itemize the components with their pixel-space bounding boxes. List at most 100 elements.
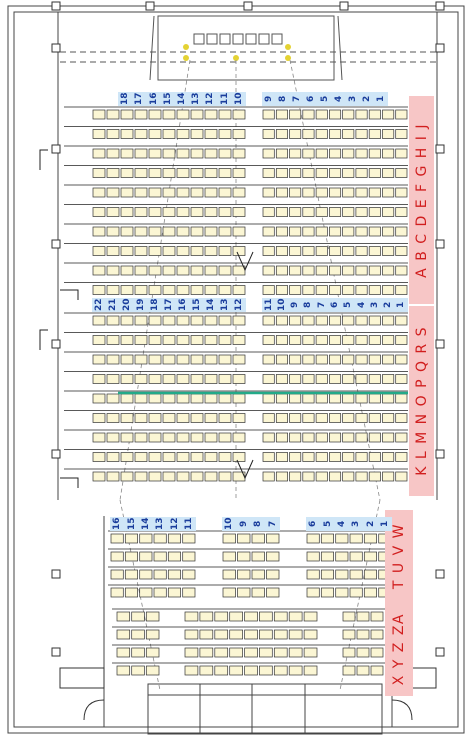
seat xyxy=(289,471,302,482)
seat xyxy=(218,285,232,295)
seat xyxy=(92,335,106,345)
seat-number: 17 xyxy=(164,298,174,312)
seat xyxy=(273,611,288,622)
seat xyxy=(275,315,288,326)
seat xyxy=(251,569,265,580)
seat xyxy=(289,315,302,326)
seat-number: 9 xyxy=(264,95,274,103)
seat xyxy=(218,187,232,198)
seat xyxy=(302,168,315,178)
seat xyxy=(262,285,275,295)
seat xyxy=(134,246,148,256)
stair-markers xyxy=(39,149,254,488)
seat xyxy=(320,533,334,544)
seat xyxy=(368,168,381,178)
seat-number: 7 xyxy=(316,301,327,309)
seat xyxy=(237,551,251,562)
seat-number: 3 xyxy=(351,520,362,528)
seat xyxy=(124,551,138,562)
seat xyxy=(363,533,377,544)
seat xyxy=(302,109,315,120)
seat xyxy=(167,587,181,598)
seat xyxy=(289,109,302,120)
seat xyxy=(355,413,368,423)
seat xyxy=(355,187,368,198)
seat xyxy=(395,335,408,345)
seat xyxy=(289,354,302,365)
seat xyxy=(162,413,176,423)
seat xyxy=(199,629,214,640)
seat xyxy=(106,187,120,198)
seat-number: 15 xyxy=(126,517,137,531)
seat xyxy=(275,168,288,178)
seat xyxy=(315,129,328,139)
seat xyxy=(214,629,229,640)
seat xyxy=(229,647,243,658)
seat xyxy=(395,265,408,276)
seat xyxy=(370,647,384,658)
seat xyxy=(355,168,368,178)
seat xyxy=(110,533,124,544)
seat xyxy=(275,393,288,404)
seat xyxy=(92,452,106,462)
seat xyxy=(262,315,275,326)
seat xyxy=(275,148,288,159)
seat xyxy=(134,471,148,482)
seat xyxy=(262,109,275,120)
seat-number: 1 xyxy=(379,520,390,528)
seat xyxy=(320,551,334,562)
seat xyxy=(382,168,395,178)
seat xyxy=(232,393,246,404)
seat xyxy=(120,187,134,198)
seat xyxy=(342,647,356,658)
seat xyxy=(92,187,106,198)
seat xyxy=(131,611,145,622)
seat xyxy=(162,129,176,139)
seat xyxy=(176,246,190,256)
seat xyxy=(356,611,370,622)
seat xyxy=(382,335,395,345)
seat xyxy=(92,285,106,295)
seat xyxy=(204,393,218,404)
seat xyxy=(190,148,204,159)
seat xyxy=(139,551,153,562)
seat xyxy=(139,533,153,544)
seat-number: 8 xyxy=(278,95,288,103)
seat xyxy=(167,551,181,562)
seat xyxy=(222,569,236,580)
seat xyxy=(273,629,288,640)
seat xyxy=(289,335,302,345)
seat xyxy=(382,471,395,482)
seat-number: 15 xyxy=(162,92,173,106)
seat xyxy=(382,315,395,326)
seat xyxy=(315,226,328,237)
seat xyxy=(368,354,381,365)
seat xyxy=(176,374,190,384)
seat xyxy=(342,629,356,640)
seat xyxy=(355,374,368,384)
seat xyxy=(222,533,236,544)
seat xyxy=(176,354,190,365)
seat xyxy=(329,452,342,462)
seat xyxy=(232,168,246,178)
seat xyxy=(342,207,355,217)
seat xyxy=(148,315,162,326)
seat xyxy=(289,246,302,256)
seat xyxy=(302,285,315,295)
seat xyxy=(315,471,328,482)
seat xyxy=(134,413,148,423)
seat xyxy=(190,315,204,326)
seat xyxy=(355,207,368,217)
seat xyxy=(92,168,106,178)
seat xyxy=(368,285,381,295)
seat xyxy=(329,148,342,159)
seat-number: 18 xyxy=(150,298,160,312)
seat xyxy=(289,413,302,423)
seat xyxy=(342,315,355,326)
seat xyxy=(363,587,377,598)
seat xyxy=(106,413,120,423)
seat xyxy=(204,265,218,276)
seat xyxy=(355,285,368,295)
seat xyxy=(92,207,106,217)
